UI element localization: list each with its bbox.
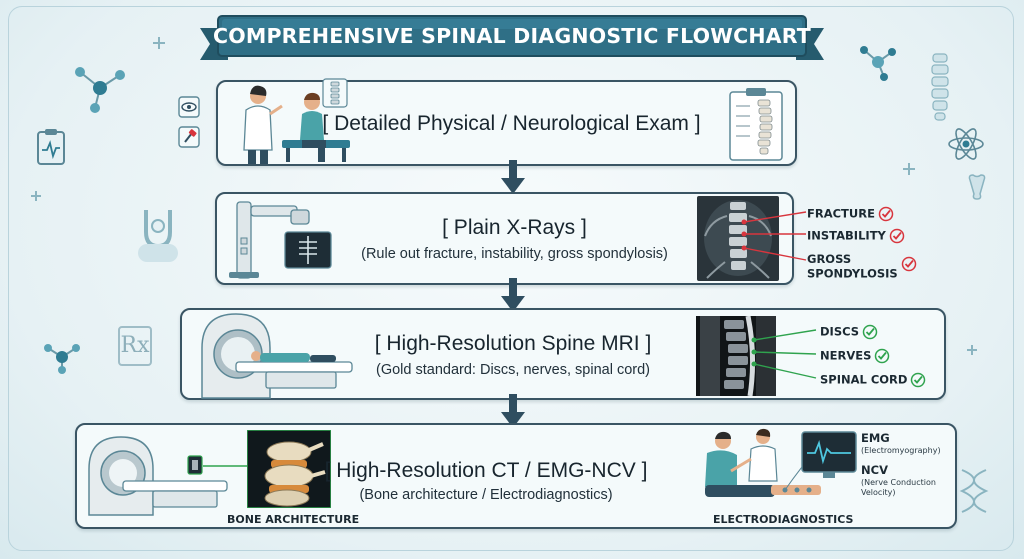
emg-patient-illustration — [705, 428, 821, 497]
spine-model-icon — [322, 78, 348, 108]
red-check-icon — [889, 228, 905, 244]
step-xray: [ Plain X-Rays ] (Rule out fracture, ins… — [215, 192, 794, 285]
outer-frame — [8, 6, 1014, 551]
flow-arrow — [501, 394, 525, 428]
stethoscope-icon — [138, 210, 178, 262]
label-emg-detail: (Electromyography) — [861, 446, 941, 455]
label-nerves: NERVES — [820, 348, 890, 364]
label-ncv-detail-2: Velocity) — [861, 488, 896, 497]
header-banner: COMPREHENSIVE SPINAL DIAGNOSTIC FLOWCHAR… — [200, 10, 824, 66]
clipboard-icon — [37, 129, 65, 165]
plus-icon — [31, 191, 41, 201]
label-ncv: NCV — [861, 463, 888, 477]
bone-icon — [968, 174, 986, 200]
step-title: [ High-Resolution Spine MRI ] — [374, 332, 652, 355]
mri-image — [696, 316, 776, 396]
caption-bone-architecture: BONE ARCHITECTURE — [227, 513, 360, 526]
vertebra-3d-image — [247, 430, 331, 508]
spine-chart-icon — [729, 88, 783, 161]
atom-icon — [948, 128, 984, 160]
xray-pointer-lines — [741, 211, 807, 261]
molecule-small-icon — [44, 344, 80, 374]
step-physical-exam: [ Detailed Physical / Neurological Exam … — [178, 78, 797, 166]
mri-scanner-illustration — [201, 313, 353, 399]
prescription-icon: Rx — [118, 326, 152, 366]
molecule-right-icon — [860, 46, 896, 81]
xray-machine-illustration — [229, 201, 332, 279]
emg-monitor-icon — [801, 431, 857, 478]
flow-arrow — [501, 160, 525, 194]
red-check-icon — [878, 206, 894, 222]
step-subtitle: (Rule out fracture, instability, gross s… — [361, 246, 668, 262]
plus-icon — [967, 345, 977, 355]
label-spinal-cord: SPINAL CORD — [820, 372, 926, 388]
xray-image — [697, 196, 779, 281]
mri-pointer-lines — [751, 329, 817, 379]
caption-electrodiagnostics: ELECTRODIAGNOSTICS — [713, 513, 854, 526]
label-spondylosis: SPONDYLOSIS — [807, 256, 917, 282]
label-ncv-detail-1: (Nerve Conduction — [861, 478, 936, 487]
label-instability: INSTABILITY — [807, 228, 905, 244]
eye-icon — [178, 96, 200, 118]
label-fracture: FRACTURE — [807, 206, 894, 222]
step-title: [ Detailed Physical / Neurological Exam … — [322, 112, 701, 135]
green-check-icon — [911, 372, 926, 388]
ct-scanner-illustration — [88, 436, 228, 516]
green-check-icon — [862, 324, 878, 340]
step-ct-emg: BONE ARCHITECTURE [ High-Resolution CT /… — [75, 423, 957, 529]
label-emg: EMG — [861, 431, 890, 445]
dna-icon — [959, 469, 989, 513]
step-mri: [ High-Resolution Spine MRI ] (Gold stan… — [180, 308, 946, 400]
spine-icon — [931, 53, 949, 121]
doctor-patient-illustration — [243, 85, 350, 164]
step-title: [ Plain X-Rays ] — [442, 216, 587, 239]
ct-connector-line — [203, 465, 249, 467]
step-subtitle: (Gold standard: Discs, nerves, spinal co… — [376, 362, 650, 378]
step-title: [ High-Resolution CT / EMG-NCV ] — [324, 459, 648, 482]
green-check-icon — [875, 348, 890, 364]
plus-icon — [153, 37, 165, 49]
flow-arrow — [501, 278, 525, 312]
ct-thumbnail-icon — [187, 455, 203, 475]
red-check-icon — [901, 256, 916, 272]
plus-icon — [903, 163, 915, 175]
molecule-icon — [75, 67, 125, 113]
step-subtitle: (Bone architecture / Electrodiagnostics) — [359, 487, 613, 503]
page-title: COMPREHENSIVE SPINAL DIAGNOSTIC FLOWCHAR… — [212, 24, 811, 48]
label-discs: DISCS — [820, 324, 878, 340]
reflex-hammer-icon — [178, 126, 200, 148]
label-gross: GROSS — [807, 252, 852, 266]
